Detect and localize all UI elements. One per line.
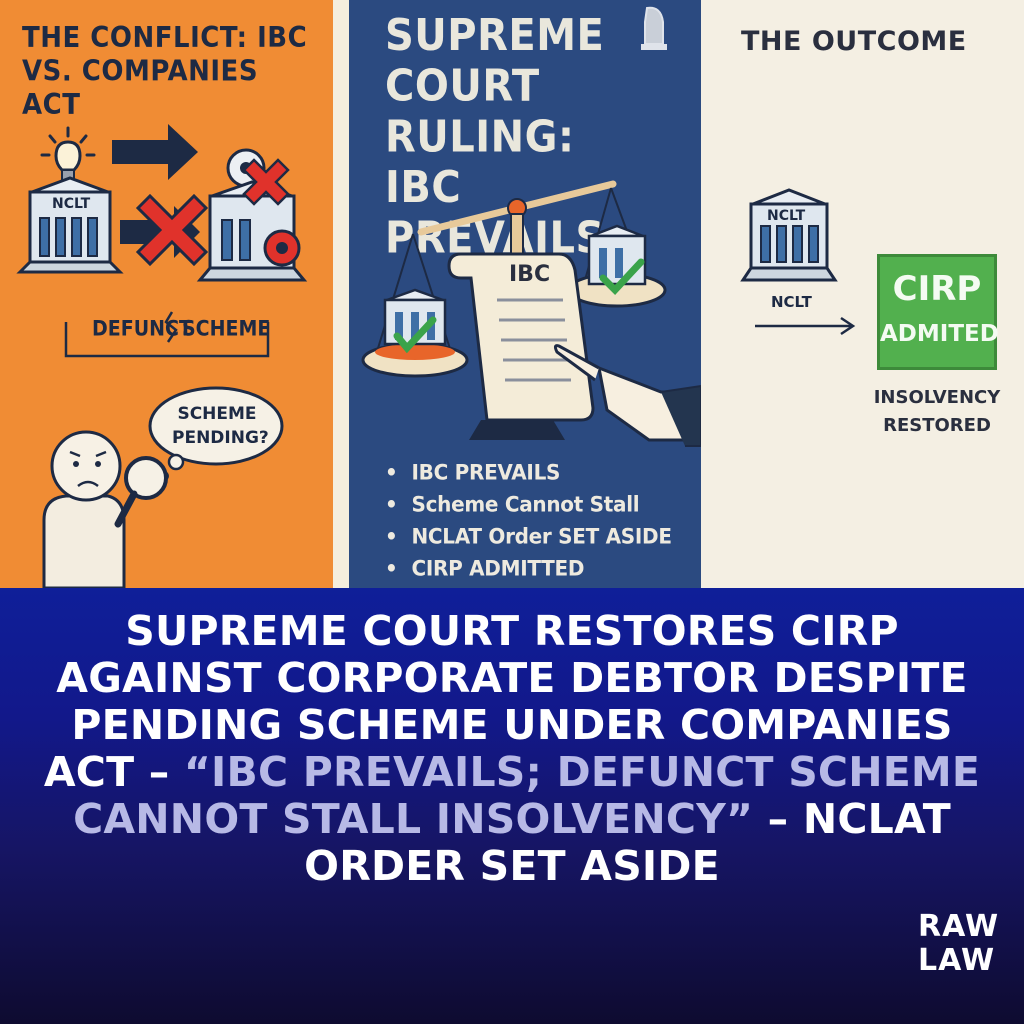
ruling-bullet: CIRP ADMITTED	[407, 551, 672, 585]
headline-start: SUPREME COURT RESTORES CIRP AGAINST CORP…	[43, 607, 968, 796]
outcome-panel: THE OUTCOME NCLT NCLT CIRP ADMITED INSOL…	[701, 0, 1024, 588]
magnifier-icon	[114, 456, 168, 528]
court-building-icon	[740, 188, 838, 282]
ruling-bullet: IBC PREVAILS	[407, 455, 672, 489]
conflict-illustration	[16, 124, 308, 588]
ruling-illustration	[361, 6, 701, 447]
nclt-label: NCLT	[52, 196, 91, 212]
brand-logo: RAW LAW	[918, 910, 1004, 978]
brand-line-1: RAW	[918, 909, 1000, 944]
emblem-icon	[641, 6, 667, 50]
outcome-illustration	[740, 188, 856, 336]
lightbulb-icon	[40, 126, 96, 181]
court-building-icon	[587, 224, 647, 286]
conflict-title: THE CONFLICT: IBC vs. COMPANIES ACT	[22, 22, 308, 123]
outcome-result-text: INSOLVENCY RESTORED	[873, 387, 1001, 436]
headline-quote: “IBC PREVAILS; DEFUNCT SCHEME CANNOT STA…	[73, 748, 981, 843]
pointing-hand-icon	[553, 344, 701, 447]
ruling-bullet: NCLAT Order SET ASIDE	[407, 519, 672, 553]
ruling-bullet: Scheme Cannot Stall	[407, 487, 672, 521]
red-cross-icon	[242, 158, 290, 206]
gear-icon	[263, 229, 301, 267]
conflict-panel: THE CONFLICT: IBC vs. COMPANIES ACT	[0, 0, 333, 588]
ruling-bullet-list: IBC PREVAILS Scheme Cannot Stall NCLAT O…	[407, 456, 672, 584]
cirp-admitted-box: CIRP ADMITED	[877, 254, 999, 370]
outcome-title: THE OUTCOME	[741, 26, 967, 57]
check-icon	[599, 258, 645, 296]
headline: SUPREME COURT RESTORES CIRP AGAINST CORP…	[30, 608, 994, 890]
panel-divider	[333, 0, 349, 588]
check-icon	[393, 316, 437, 354]
headline-banner	[0, 588, 1024, 1024]
worried-person	[42, 430, 126, 588]
scroll-label: IBC	[509, 262, 551, 287]
ibc-scroll	[447, 252, 595, 422]
outcome-building-label: NCLT	[767, 208, 806, 224]
outcome-arrow-label: NCLT	[771, 293, 812, 311]
arrow-right-icon	[755, 316, 856, 336]
red-cross-icon	[135, 193, 209, 267]
scheme-label: SCHEME	[182, 316, 271, 342]
brand-line-2: LAW	[918, 943, 996, 978]
ruling-panel: SUPREME COURT RULING: IBC PREVAILS	[349, 0, 701, 588]
arrow-right-icon	[112, 124, 198, 180]
headline-end: – NCLAT ORDER SET ASIDE	[304, 795, 951, 890]
court-building-icon	[16, 176, 124, 274]
cirp-box-title: CIRP	[892, 269, 982, 309]
cirp-box-subtitle: ADMITED	[880, 321, 999, 347]
speech-bubble-text: SCHEME PENDING?	[172, 404, 269, 448]
defunct-label: DEFUNCT	[92, 316, 192, 342]
